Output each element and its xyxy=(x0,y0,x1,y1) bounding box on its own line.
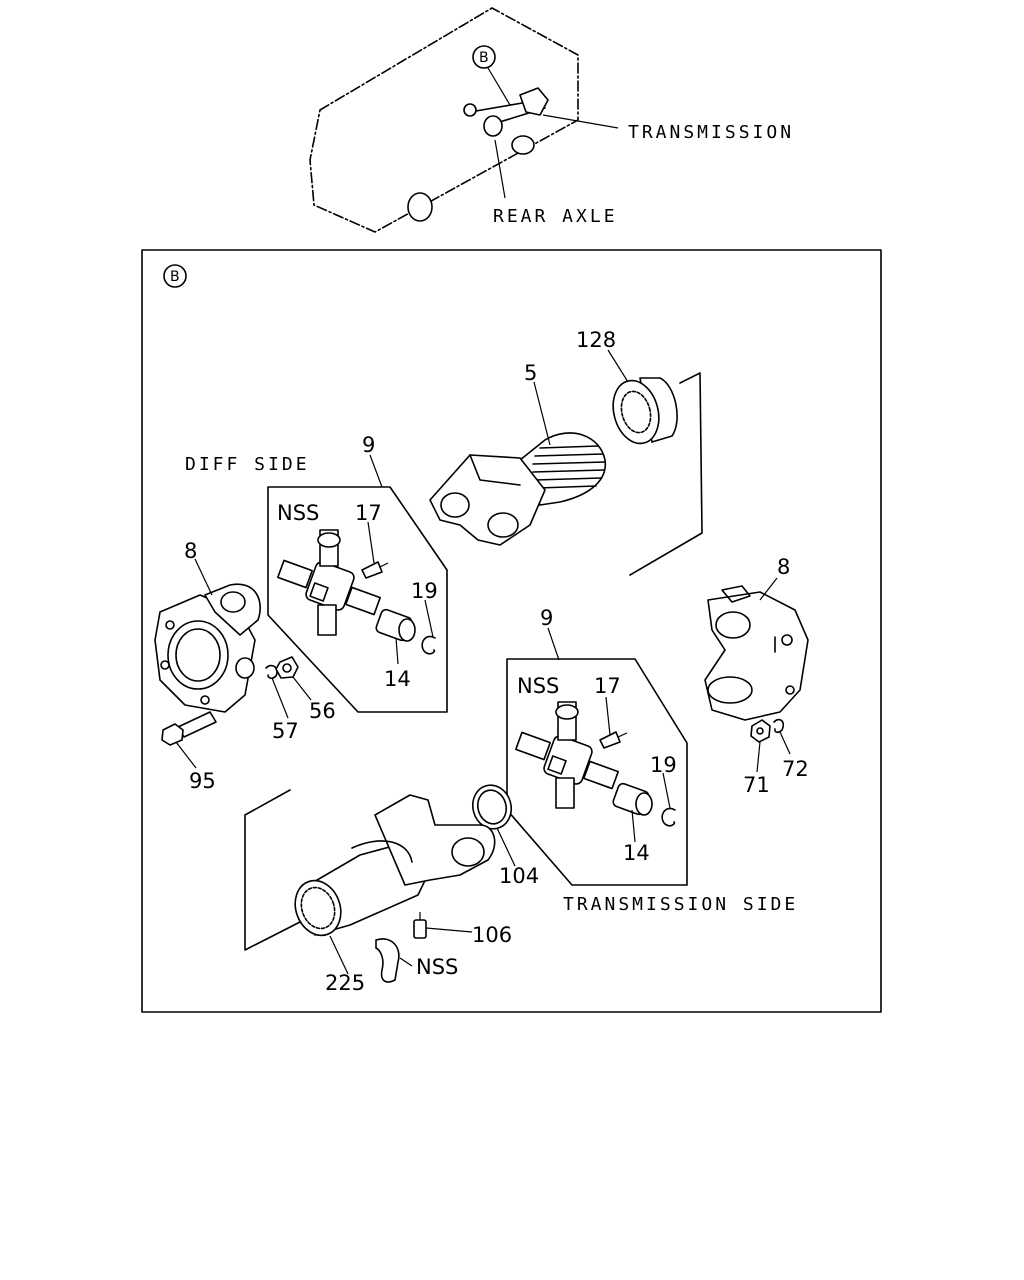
detail-frame xyxy=(141,249,882,1013)
lock-washer-72 xyxy=(773,718,785,734)
leader-transmission xyxy=(542,114,619,129)
shaft-bracket-lower xyxy=(244,789,301,951)
seal-128 xyxy=(612,377,678,445)
ref-circle-detail xyxy=(163,264,187,288)
callout-9-right: 9 xyxy=(540,606,553,630)
grease-fitting-17-right xyxy=(599,731,628,749)
dust-boot-nss xyxy=(375,938,400,983)
mini-joint xyxy=(511,135,535,155)
ref-marker-detail: B xyxy=(170,269,180,285)
bearing-cup-14-left xyxy=(375,608,416,642)
callout-71: 71 xyxy=(743,773,770,797)
callout-nss-right: NSS xyxy=(517,674,559,698)
vehicle-body-outline xyxy=(309,7,579,233)
nut-56 xyxy=(275,656,299,679)
callout-19-right: 19 xyxy=(650,753,677,777)
callout-17-right: 17 xyxy=(594,674,621,698)
callout-57: 57 xyxy=(272,719,299,743)
vehicle-overview: B TRANSMISSION REAR AXLE xyxy=(309,7,794,233)
callout-14-left: 14 xyxy=(384,667,411,691)
leader-ref-b xyxy=(487,67,511,106)
callout-106: 106 xyxy=(472,923,512,947)
leader-lines xyxy=(175,349,791,975)
mini-nut xyxy=(463,103,477,117)
slip-yoke-225 xyxy=(294,794,496,937)
callout-14-right: 14 xyxy=(623,841,650,865)
snap-ring-19-right xyxy=(661,807,676,827)
bolt-95 xyxy=(161,711,217,746)
snap-ring-19-left xyxy=(421,635,436,655)
label-transmission-side: TRANSMISSION SIDE xyxy=(563,894,798,915)
callout-labels: 128 5 9 NSS 17 19 14 8 57 56 95 8 71 72 … xyxy=(184,328,809,995)
slip-yoke-5 xyxy=(429,432,607,546)
kit-9-left-outline xyxy=(267,486,448,713)
callout-56: 56 xyxy=(309,699,336,723)
grease-fitting-106 xyxy=(413,912,427,939)
rear-wheel xyxy=(407,192,433,222)
mini-axle-yoke xyxy=(483,115,503,137)
ref-circle-top xyxy=(472,45,496,69)
label-diff-side: DIFF SIDE xyxy=(185,454,310,475)
yoke-8-right xyxy=(704,585,809,721)
callout-nss-bottom: NSS xyxy=(416,955,458,979)
leader-rear-axle xyxy=(494,139,506,199)
callout-225: 225 xyxy=(325,971,365,995)
label-rear-axle: REAR AXLE xyxy=(493,206,618,227)
ujoint-cross-right xyxy=(515,701,619,809)
callout-19-left: 19 xyxy=(411,579,438,603)
label-transmission: TRANSMISSION xyxy=(628,122,794,143)
callout-95: 95 xyxy=(189,769,216,793)
callout-8-right: 8 xyxy=(777,555,790,579)
callout-104: 104 xyxy=(499,864,539,888)
callout-17-left: 17 xyxy=(355,501,382,525)
callout-72: 72 xyxy=(782,757,809,781)
callout-nss-left: NSS xyxy=(277,501,319,525)
callout-5: 5 xyxy=(524,361,537,385)
shaft-bracket-upper xyxy=(629,372,703,576)
flange-yoke-8-left xyxy=(154,583,261,713)
callout-9-left: 9 xyxy=(362,433,375,457)
nut-71 xyxy=(750,719,771,743)
ref-marker-top: B xyxy=(479,50,489,66)
ujoint-cross-left xyxy=(277,529,381,636)
bearing-cup-14-right xyxy=(612,782,653,816)
grease-fitting-17-left xyxy=(361,561,389,579)
callout-8-left: 8 xyxy=(184,539,197,563)
lock-washer-57 xyxy=(265,664,278,680)
callout-128: 128 xyxy=(576,328,616,352)
mini-transmission-yoke xyxy=(519,87,549,116)
